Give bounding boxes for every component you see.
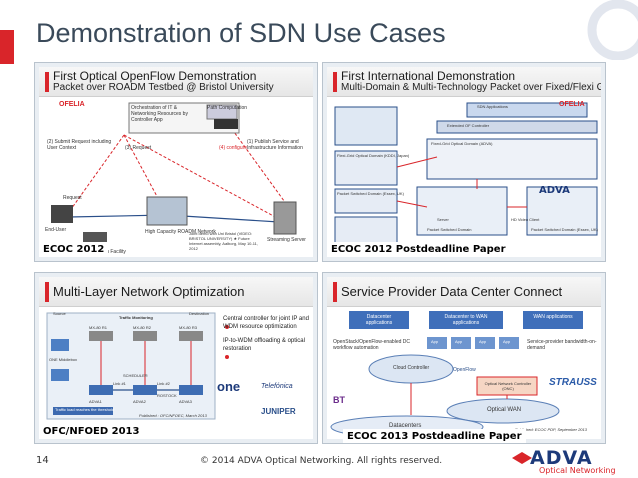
panel-header: First Optical OpenFlow Demonstration Pac… (39, 67, 313, 97)
panel-subheading: Packet over ROADM Testbed @ Bristol Univ… (53, 82, 274, 93)
label-packet-essex: Packet Switched Domain (Essex, UK) (337, 191, 404, 196)
app-box: App (455, 339, 463, 344)
label-request: Request (63, 195, 82, 201)
label-one-middlebox: ONE Middlebox (49, 357, 78, 362)
panel-heading: Multi-Layer Network Optimization (53, 284, 245, 299)
label-r2: MX-80 R2 (133, 325, 152, 330)
label-optical-wan: Optical WAN (487, 407, 522, 413)
label-configure: (4) configure (219, 145, 248, 151)
label-link1: Link #1 (113, 381, 126, 386)
label-r3: MX-80 R3 (179, 325, 198, 330)
label-adva3: ADVA3 (179, 399, 192, 404)
label-packet-domain: Packet Switched Domain (427, 227, 472, 232)
bullet-item: IP-to-WDM offloading & optical restorati… (223, 338, 305, 352)
bullet-item: Central controller for joint IP and WDM … (223, 316, 309, 330)
adva-brand: ADVA (530, 447, 593, 469)
label-server: Server (437, 217, 449, 222)
label-scheduler: SCHEDULER (123, 373, 148, 378)
label-bandwidth-on-demand: Service-provider bandwidth-on-demand (527, 339, 597, 351)
adva-tagline: Optical Networking (539, 466, 616, 475)
label-sdn-applications: SDN Applications (477, 104, 508, 109)
strauss-logo: STRAUSS (549, 377, 597, 388)
panel-heading: First Optical OpenFlow Demonstration (53, 69, 257, 83)
telefonica-logo: Telefónica (261, 383, 293, 390)
label-openstack: OpenStack/OpenFlow-enabled DC workflow a… (333, 339, 410, 351)
label-onc: Optical Network Controller (ONC) (484, 381, 532, 391)
app-box: App (479, 339, 487, 344)
label-path-computation: Path Computation (207, 105, 248, 111)
label-flexi-grid: Flexi-Grid Optical Domain (KDDI, Japan) (337, 153, 410, 158)
label-extended-of-controller: Extended OF Controller (447, 123, 490, 128)
label-link2: Link #2 (157, 381, 170, 386)
panel-dc-connect: Service Provider Data Center Connect Dat… (322, 272, 606, 444)
dc-to-wan-box: Datacenter to WAN applications (444, 314, 488, 326)
label-hd-video: HD Video Client (511, 217, 540, 222)
label-openflow: OpenFlow (453, 367, 476, 373)
panel-header: First International Demonstration Multi-… (327, 67, 601, 97)
panel-multilayer-optimization: Multi-Layer Network Optimization Source … (34, 272, 318, 444)
panel-caption: ECOC 2013 Postdeadline Paper (343, 429, 526, 443)
label-joint-demo: Joint demo with Uni Bristol (VIDEO: BRIS… (189, 231, 258, 251)
label-source: Source (53, 311, 66, 316)
label-traffic-threshold: Traffic load reaches the threshold (55, 407, 115, 412)
copyright-text: © 2014 ADVA Optical Networking. All righ… (200, 456, 443, 466)
adva-logo-icon (512, 452, 532, 464)
panel-international-demo: First International Demonstration Multi-… (322, 62, 606, 262)
bt-logo: BT (333, 395, 345, 405)
label-rostock: ROSTOCK (157, 393, 177, 398)
dc-applications-box: Datacenter applications (365, 314, 393, 326)
label-published-ofc: Published : OFC/NFOEC, March 2013 (139, 413, 207, 418)
label-destination: Destination (189, 311, 210, 316)
panel-header: Service Provider Data Center Connect (327, 277, 601, 307)
openflow-diagram (39, 97, 313, 257)
title-accent-bar (0, 30, 14, 64)
label-adva1: ADVA1 (89, 399, 102, 404)
adva-watermark-icon (587, 0, 638, 60)
label-adva2: ADVA2 (133, 399, 146, 404)
label-orchestration: Orchestration of IT & Networking Resourc… (131, 105, 188, 123)
label-submit-request: (2) Submit Request including User Contex… (47, 139, 112, 151)
app-box: App (503, 339, 511, 344)
app-box: App (431, 339, 439, 344)
panel-caption: ECOC 2012 Postdeadline Paper (327, 242, 510, 257)
panel-caption: OFC/NFOED 2013 (39, 424, 144, 439)
label-roadm-network: High Capacity ROADM Network (145, 229, 216, 235)
label-streaming-server: Streaming Server (267, 237, 306, 243)
ofelia-logo: OFELIA (559, 101, 585, 108)
label-published-ecoc: Published: ECOC PDP, September 2013 (515, 427, 587, 432)
label-cloud-controller: Cloud Controller (393, 365, 430, 371)
one-logo: one (217, 379, 241, 394)
panel-caption: ECOC 2012 (39, 242, 109, 257)
wan-applications-box: WAN applications (533, 314, 573, 320)
panel-subheading: Multi-Domain & Multi-Technology Packet o… (341, 82, 601, 93)
label-packet-essex-2: Packet Switched Domain (Essex, UK) (531, 227, 598, 232)
page-number: 14 (36, 455, 49, 466)
label-request-3: (3) Request (125, 145, 152, 151)
panel-header: Multi-Layer Network Optimization (39, 277, 313, 307)
multidomain-diagram (327, 97, 601, 257)
bullet-list: Central controller for joint IP and WDM … (223, 315, 311, 353)
multilayer-diagram (39, 307, 313, 439)
label-traffic-monitoring: Traffic Monitoring (119, 315, 153, 320)
ofelia-logo: OFELIA (59, 101, 85, 108)
panel-heading: First International Demonstration (341, 69, 516, 83)
label-r1: MX-80 R1 (89, 325, 108, 330)
label-datacenters: Datacenters (389, 423, 422, 429)
dc-connect-diagram (327, 307, 601, 439)
panel-openflow-demo: First Optical OpenFlow Demonstration Pac… (34, 62, 318, 262)
label-publish-service: (1) Publish Service and Infrastructure I… (247, 139, 303, 151)
panel-heading: Service Provider Data Center Connect (341, 284, 563, 299)
label-fixed-grid: Fixed-Grid Optical Domain (ADVA) (431, 141, 493, 146)
page-title: Demonstration of SDN Use Cases (36, 18, 446, 48)
label-end-user: End-User (45, 227, 67, 233)
juniper-logo: JUNIPER (261, 407, 296, 416)
adva-mini-logo: ADVA (539, 185, 570, 196)
